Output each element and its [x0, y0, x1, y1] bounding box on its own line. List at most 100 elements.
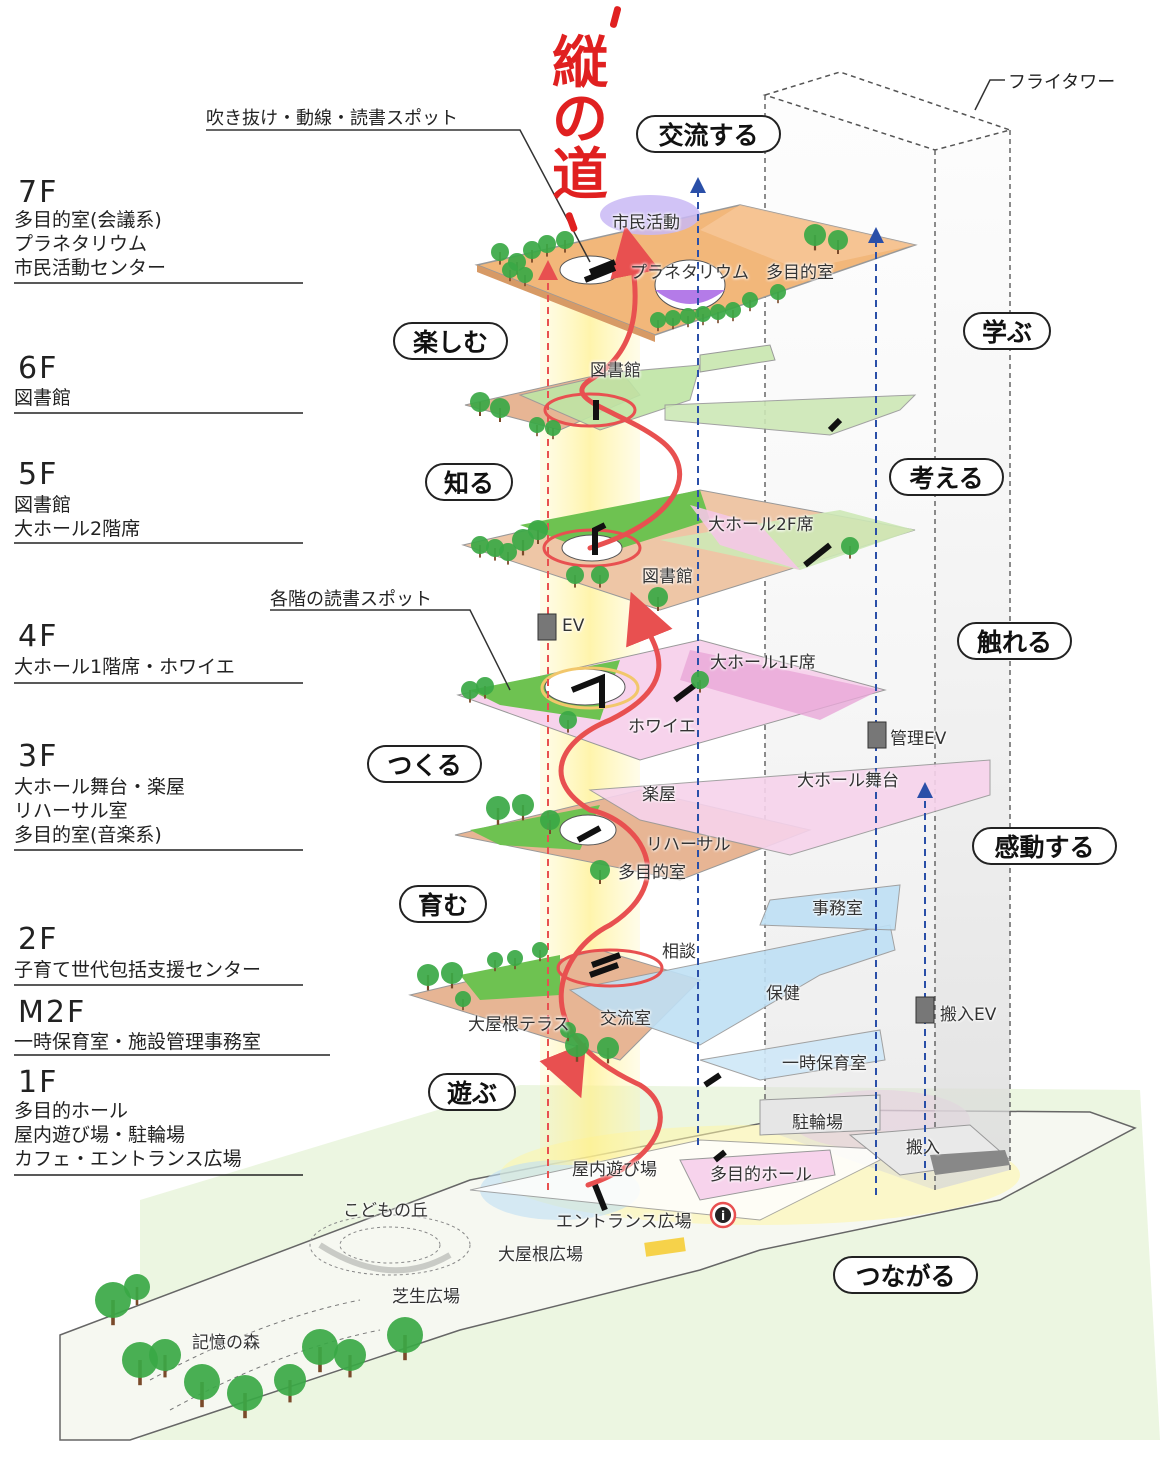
info-glyph: i: [721, 1209, 725, 1223]
tree: [124, 1274, 150, 1300]
tree: [742, 292, 758, 308]
verb-tsukuru: つくる: [367, 745, 482, 783]
tree: [565, 1033, 589, 1057]
elevator-lines: [537, 177, 935, 1195]
tree: [523, 241, 541, 259]
tree: [184, 1364, 220, 1400]
tree: [387, 1317, 423, 1353]
tree: [556, 231, 574, 249]
area-kanri-ev: 管理EV: [890, 729, 947, 749]
tree: [302, 1329, 338, 1365]
tree: [725, 302, 741, 318]
area-koryushitsu: 交流室: [600, 1009, 651, 1029]
tree: [486, 796, 510, 820]
callout-atrium: 吹き抜け・動線・読書スポット: [206, 108, 458, 129]
tree: [334, 1339, 366, 1371]
tree: [470, 392, 490, 412]
tree: [590, 860, 610, 880]
area-tamokuteki7: 多目的室: [766, 263, 834, 283]
tree: [441, 962, 463, 984]
trees: [95, 224, 859, 1419]
area-oyane-terrace: 大屋根テラス: [468, 1015, 570, 1035]
floor-num-7f: 7F: [18, 175, 59, 210]
floor-desc-m2f: 一時保育室・施設管理事務室: [14, 1031, 262, 1053]
stairs-icons: [570, 259, 843, 1212]
tree: [487, 952, 503, 968]
tree: [122, 1342, 158, 1378]
area-library5: 図書館: [642, 567, 693, 587]
verb-fureru: 触れる: [957, 622, 1072, 660]
tree: [560, 1022, 576, 1038]
tree: [149, 1339, 181, 1371]
tree: [417, 964, 439, 986]
tree: [502, 262, 518, 278]
tree: [491, 243, 509, 261]
tree: [95, 1282, 131, 1318]
tree: [841, 537, 859, 555]
area-oyane-plaza: 大屋根広場: [498, 1245, 583, 1265]
floor-desc-1f: 多目的ホール 屋内遊び場・駐輪場 カフェ・エントランス広場: [14, 1100, 242, 1170]
area-library6: 図書館: [590, 361, 641, 381]
area-sodan: 相談: [662, 942, 696, 962]
area-okunai: 屋内遊び場: [572, 1160, 657, 1180]
floor-num-1f: 1F: [18, 1065, 59, 1100]
area-tamokuteki3: 多目的室: [618, 863, 686, 883]
verb-kangaeru: 考える: [889, 458, 1004, 496]
area-stage: 大ホール舞台: [797, 771, 899, 791]
floor-num-5f: 5F: [18, 457, 59, 492]
area-churin: 駐輪場: [792, 1113, 843, 1133]
verb-kando: 感動する: [972, 827, 1117, 865]
area-shibafu: 芝生広場: [392, 1287, 460, 1307]
area-planetarium: プラネタリウム: [630, 263, 749, 283]
info-marker: [709, 1201, 737, 1229]
tree: [529, 417, 545, 433]
area-hoken: 保健: [766, 984, 800, 1004]
verb-shiru: 知る: [425, 463, 513, 501]
verb-asobu: 遊ぶ: [428, 1073, 516, 1111]
verb-koryu: 交流する: [636, 115, 781, 153]
tree: [455, 991, 471, 1007]
tree: [597, 1037, 619, 1059]
floor-desc-7f: 多目的室(会議系) プラネタリウム 市民活動センター: [14, 209, 167, 279]
area-kohanyu-ev: 搬入EV: [940, 1005, 997, 1025]
area-gakuya: 楽屋: [642, 785, 676, 805]
floor-num-3f: 3F: [18, 739, 59, 774]
tree: [710, 304, 726, 320]
title-char-1: 縦: [552, 31, 608, 96]
tree: [665, 310, 681, 326]
tree: [499, 543, 517, 561]
tree: [532, 942, 548, 958]
verb-manabu: 学ぶ: [963, 312, 1051, 350]
tree: [650, 312, 666, 328]
tree: [695, 306, 711, 322]
area-ichiji: 一時保育室: [782, 1054, 867, 1074]
verb-tsunagaru: つながる: [833, 1256, 978, 1294]
floor-rules: [14, 282, 330, 1176]
tree: [517, 267, 533, 283]
verb-tanoshimu: 楽しむ: [393, 322, 508, 360]
tree: [490, 398, 510, 418]
tree: [528, 520, 548, 540]
floor-plates: [408, 195, 1012, 1221]
tree: [591, 566, 609, 584]
floor-desc-2f: 子育て世代包括支援センター: [14, 959, 262, 981]
tree: [566, 566, 584, 584]
floor-num-m2f: M2F: [18, 995, 87, 1030]
floor-desc-5f: 図書館 大ホール2階席: [14, 494, 141, 540]
verb-sodatsu: 育む: [399, 885, 487, 923]
area-jimu: 事務室: [812, 899, 863, 919]
tree: [507, 950, 523, 966]
floor-num-2f: 2F: [18, 922, 59, 957]
vertical-path: [539, 225, 683, 1188]
area-hall-multi: 多目的ホール: [710, 1165, 812, 1185]
tree: [227, 1375, 263, 1411]
area-foyer: ホワイエ: [628, 717, 696, 737]
area-ev: EV: [562, 616, 585, 636]
area-kioku: 記憶の森: [192, 1333, 260, 1353]
callout-fly-tower: フライタワー: [1008, 72, 1116, 93]
floor-num-6f: 6F: [18, 351, 59, 386]
tree: [471, 536, 489, 554]
tree: [648, 587, 668, 607]
tree: [804, 224, 826, 246]
